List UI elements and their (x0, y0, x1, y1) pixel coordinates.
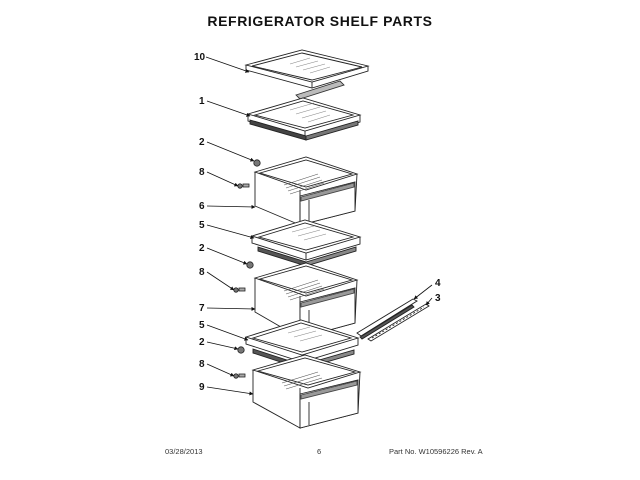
callout-7: 7 (199, 303, 205, 314)
crisper-drawer-6 (253, 156, 359, 226)
leader-lines (205, 56, 433, 396)
callout-8b: 8 (199, 267, 205, 278)
callout-8a: 8 (199, 167, 205, 178)
callout-2a: 2 (199, 137, 205, 148)
crisper-drawer-7 (253, 262, 359, 339)
callout-9: 9 (199, 382, 205, 393)
callout-2b: 2 (199, 243, 205, 254)
callout-1: 1 (199, 96, 205, 107)
callout-5a: 5 (199, 220, 205, 231)
glass-shelf-1 (246, 97, 362, 141)
fasteners (233, 159, 261, 379)
footer-part-number: Part No. W10596226 Rev. A (389, 447, 483, 456)
glass-shelf-10 (244, 49, 370, 100)
footer-page-number: 6 (317, 447, 322, 456)
footer-date: 03/28/2013 (165, 447, 203, 456)
callout-8c: 8 (199, 359, 205, 370)
callout-5b: 5 (199, 320, 205, 331)
callout-3: 3 (435, 293, 441, 304)
callout-4: 4 (435, 278, 441, 289)
callout-6: 6 (199, 201, 205, 212)
callout-10: 10 (194, 52, 206, 63)
crisper-drawer-9 (251, 354, 362, 429)
crisper-cover-5-upper (250, 219, 362, 267)
callout-2c: 2 (199, 337, 205, 348)
page-title: REFRIGERATOR SHELF PARTS (207, 13, 433, 29)
drawer-rails (356, 298, 430, 342)
